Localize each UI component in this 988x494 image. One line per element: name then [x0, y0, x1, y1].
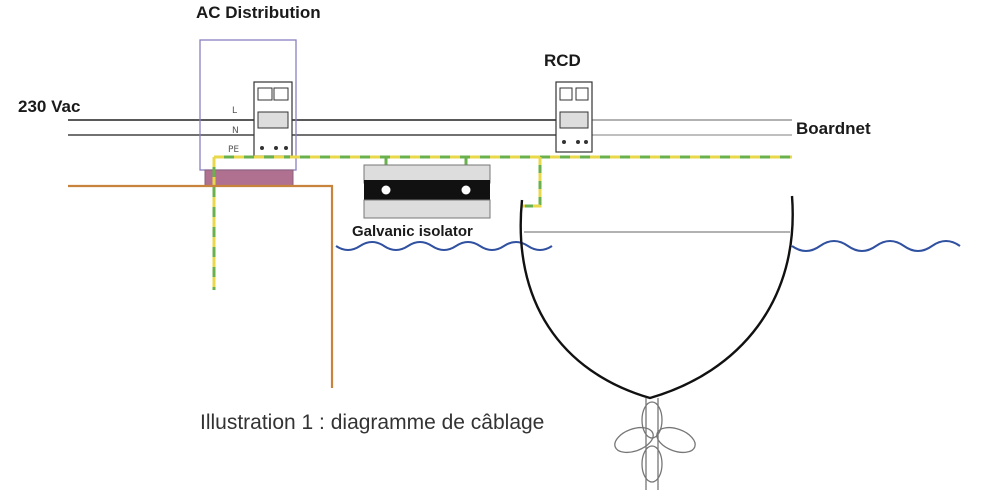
- figure-caption: Illustration 1 : diagramme de câblage: [200, 411, 544, 434]
- boat-hull: [519, 195, 794, 400]
- rcd-label: RCD: [544, 51, 581, 70]
- ac-distribution-label: AC Distribution: [196, 3, 321, 22]
- label-l: L: [232, 106, 237, 116]
- galvanic-isolator-label: Galvanic isolator: [352, 223, 473, 240]
- shore-earth-conductor: [68, 184, 334, 388]
- panel-base: [204, 169, 294, 187]
- label-pe: PE: [228, 145, 239, 155]
- rcd-breaker-icon: [555, 81, 593, 153]
- breaker-icon: [253, 81, 293, 157]
- water-line-right: [791, 240, 961, 252]
- propeller-icon: [614, 398, 696, 490]
- galvanic-isolator-icon: [363, 164, 491, 219]
- label-n: N: [232, 126, 239, 136]
- water-line-left: [335, 241, 553, 251]
- supply-voltage-label: 230 Vac: [18, 97, 80, 116]
- earth-conductor: [212, 155, 792, 290]
- boardnet-label: Boardnet: [796, 119, 871, 138]
